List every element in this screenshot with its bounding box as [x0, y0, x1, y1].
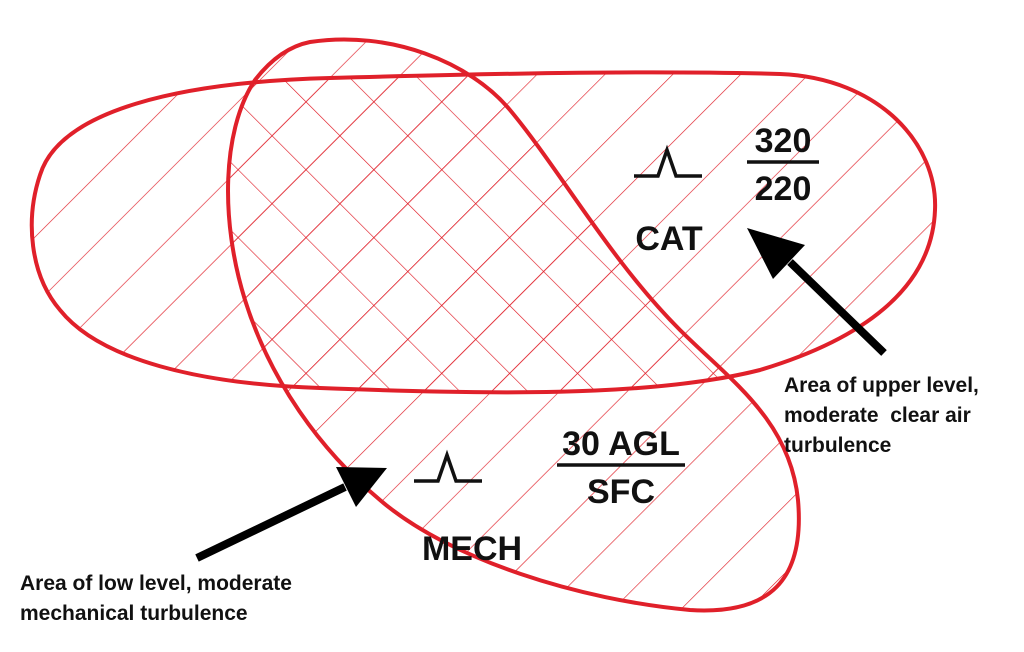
low-arrow — [195, 467, 387, 562]
low-annotation: Area of low level, moderate mechanical t… — [20, 572, 292, 625]
low-area-outline — [226, 37, 801, 613]
upper-area-outline — [29, 70, 938, 395]
upper-area-label: CAT 320 220 — [634, 122, 819, 258]
low-area-label: MECH 30 AGL SFC — [414, 425, 685, 568]
upper-annotation-line: turbulence — [784, 434, 891, 457]
upper-top-altitude: 320 — [755, 122, 812, 160]
moderate-turbulence-icon — [634, 144, 702, 178]
upper-arrow — [747, 228, 887, 356]
upper-annotation-line: Area of upper level, — [784, 374, 979, 397]
upper-base-altitude: 220 — [755, 170, 812, 208]
low-annotation-line: Area of low level, moderate — [20, 572, 292, 595]
upper-annotation: Area of upper level, moderate clear air … — [784, 374, 979, 457]
low-top-altitude: 30 AGL — [562, 425, 680, 463]
mech-label: MECH — [422, 530, 522, 568]
moderate-turbulence-icon — [414, 449, 482, 483]
low-annotation-line: mechanical turbulence — [20, 602, 248, 625]
low-base-altitude: SFC — [587, 473, 655, 511]
cat-label: CAT — [635, 220, 703, 258]
upper-annotation-line: moderate clear air — [784, 404, 971, 427]
